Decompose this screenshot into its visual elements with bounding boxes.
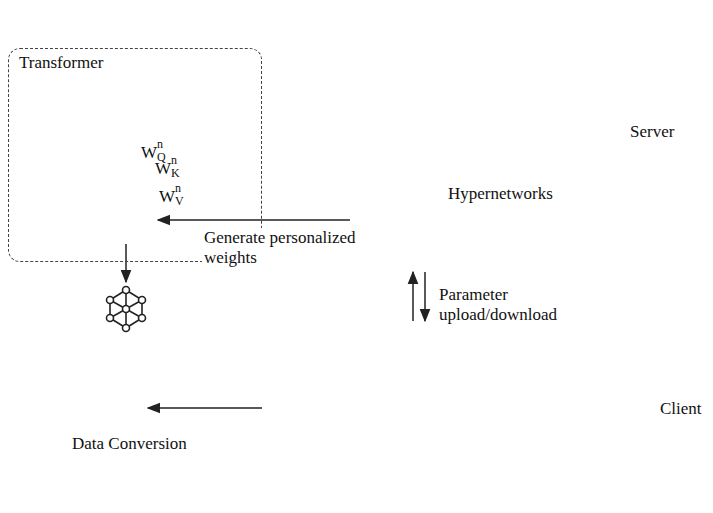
connector-line [158, 219, 350, 221]
hypernetwork-icon [352, 180, 422, 226]
node-label: Server [630, 122, 674, 142]
connector [413, 272, 425, 321]
edge-label: Parameter upload/download [437, 285, 581, 324]
weight-symbol: W [141, 143, 157, 163]
node-label: Client [660, 399, 702, 419]
weight-superscript: n [175, 182, 181, 196]
connector-line [412, 272, 414, 321]
node-label: Data Conversion [72, 434, 187, 454]
node-label: Transformer [19, 53, 103, 73]
connector-line [424, 272, 426, 321]
weight-superscript: n [171, 154, 177, 168]
node-label: Hypernetworks [448, 184, 553, 204]
client-ellipse [170, 325, 630, 497]
client-region: Client [170, 325, 630, 497]
weight-subscript: V [175, 195, 184, 209]
weight-superscript: n [157, 138, 163, 152]
connector [158, 220, 350, 221]
data-conversion-unit: Data Conversion [72, 378, 202, 456]
hypernetwork-unit: Hypernetworks [352, 180, 559, 226]
connector-line [148, 407, 262, 409]
neural-network-icon [107, 287, 146, 332]
weight-symbol: W [155, 159, 171, 179]
weight-subscript: K [171, 167, 180, 181]
transformer-output-arrow [126, 244, 127, 282]
edge-label: Generate personalized weights [202, 228, 376, 267]
weight-symbol: W [159, 187, 175, 207]
connector [148, 408, 262, 409]
